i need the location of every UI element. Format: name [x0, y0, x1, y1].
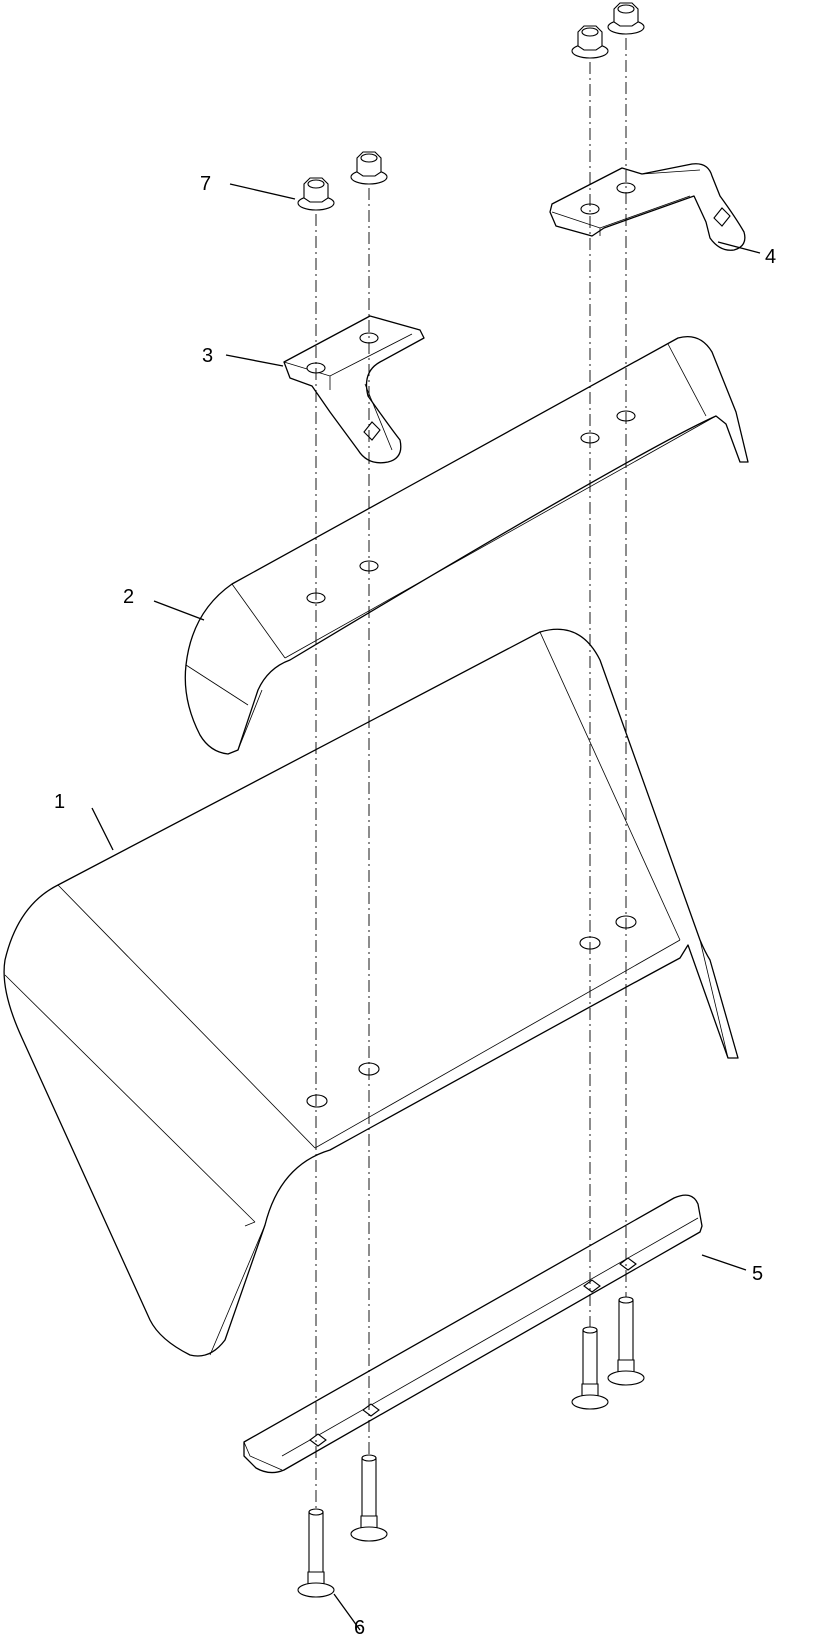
nut-right-2 [607, 2, 645, 35]
nut-left-2 [350, 151, 388, 185]
nut-right-1 [571, 25, 609, 59]
callout-5: 5 [752, 1263, 763, 1285]
callout-1: 1 [54, 791, 65, 813]
callout-4: 4 [765, 246, 776, 268]
right-mount-bracket [549, 163, 746, 251]
bolt-1 [297, 1508, 335, 1598]
callout-3: 3 [202, 345, 213, 367]
lower-backing-strap [243, 1194, 703, 1474]
carriage-bolts [297, 1296, 645, 1598]
main-fender [3, 628, 739, 1357]
upper-fender-bracket [184, 335, 749, 755]
callout-7: 7 [200, 173, 211, 195]
left-mount-bracket [283, 315, 425, 464]
bolt-2 [350, 1454, 388, 1542]
assembly-axes [315, 38, 627, 1568]
bolt-3 [571, 1326, 609, 1410]
bolt-4 [607, 1296, 645, 1386]
callout-labels: 1 2 3 4 5 6 7 [54, 173, 776, 1639]
callout-6: 6 [354, 1617, 365, 1639]
callout-leaders [91, 183, 761, 1631]
nut-left-1 [297, 177, 335, 211]
callout-2: 2 [123, 586, 134, 608]
flange-lock-nuts [297, 2, 645, 211]
